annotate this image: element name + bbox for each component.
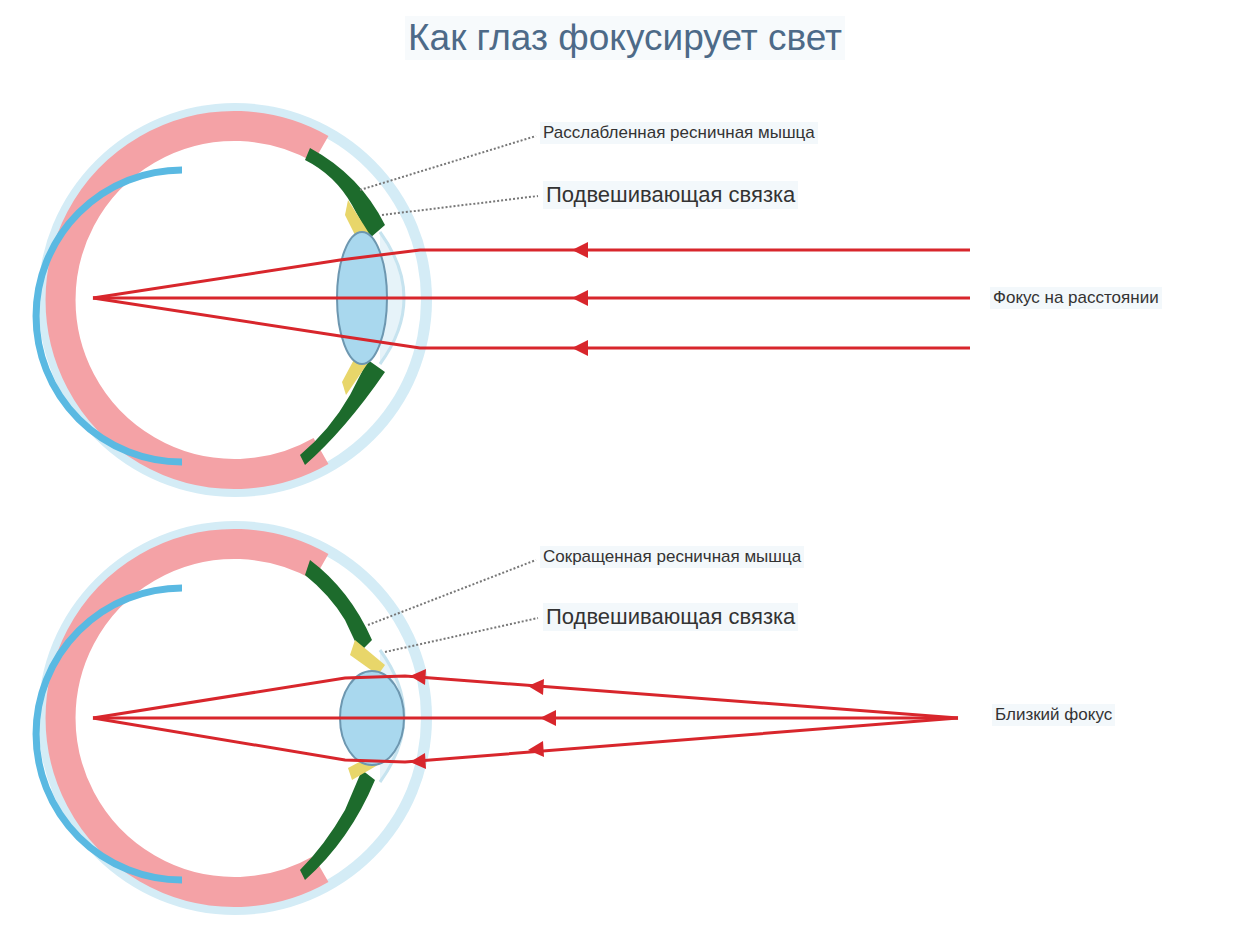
diagram-title: Как глаз фокусирует свет xyxy=(405,16,845,60)
focus-label: Фокус на расстоянии xyxy=(990,287,1162,309)
eye-far xyxy=(36,103,970,497)
part-label: Подвешивающая связка xyxy=(543,603,798,631)
eye-near xyxy=(36,521,958,915)
part-label: Сокращенная ресничная мышца xyxy=(540,546,804,568)
part-label: Подвешивающая связка xyxy=(543,181,798,209)
part-label: Расслабленная ресничная мышца xyxy=(540,122,818,144)
focus-label: Близкий фокус xyxy=(992,704,1115,726)
